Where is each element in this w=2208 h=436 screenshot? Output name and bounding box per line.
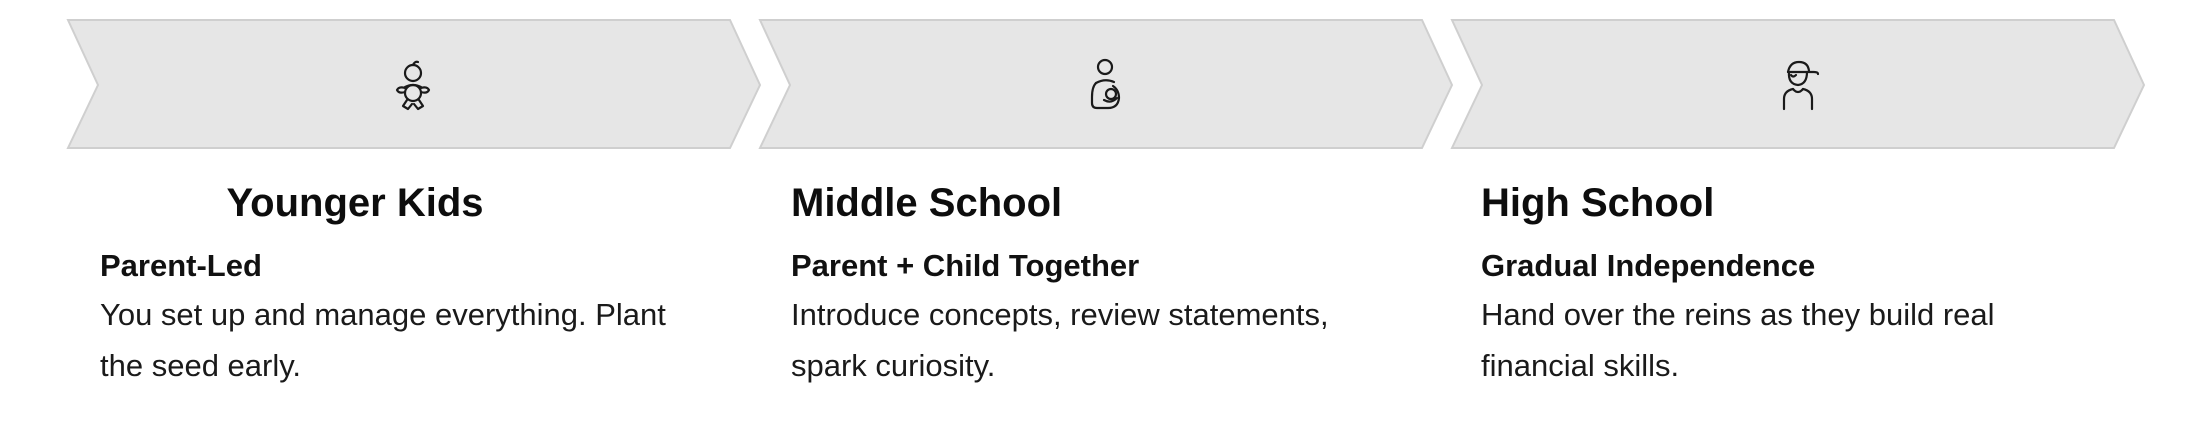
chevron-band-middle-school	[758, 19, 1454, 149]
stage-subtitle: Parent + Child Together	[791, 248, 1140, 283]
stage-column-middle-school: Middle School Parent + Child Together In…	[791, 175, 1401, 391]
stage-description: Hand over the reins as they build real f…	[1481, 297, 1995, 383]
stage-progression-bar	[0, 0, 2208, 160]
parent-with-child-icon	[1076, 56, 1136, 116]
stage-subtitle: Gradual Independence	[1481, 248, 1816, 283]
stage-title: Middle School	[791, 181, 1063, 225]
baby-icon	[383, 56, 443, 116]
stage-column-high-school: High School Gradual Independence Hand ov…	[1481, 175, 2091, 391]
stage-subtitle: Parent-Led	[100, 248, 262, 283]
stage-description: Introduce concepts, review statements, s…	[791, 297, 1329, 383]
stage-column-younger-kids: Younger Kids Parent-Led You set up and m…	[100, 175, 710, 391]
stage-title: Younger Kids	[226, 181, 484, 225]
teen-with-cap-icon	[1768, 56, 1828, 116]
stage-description: You set up and manage everything. Plant …	[100, 297, 666, 383]
stage-title: High School	[1481, 181, 1715, 225]
